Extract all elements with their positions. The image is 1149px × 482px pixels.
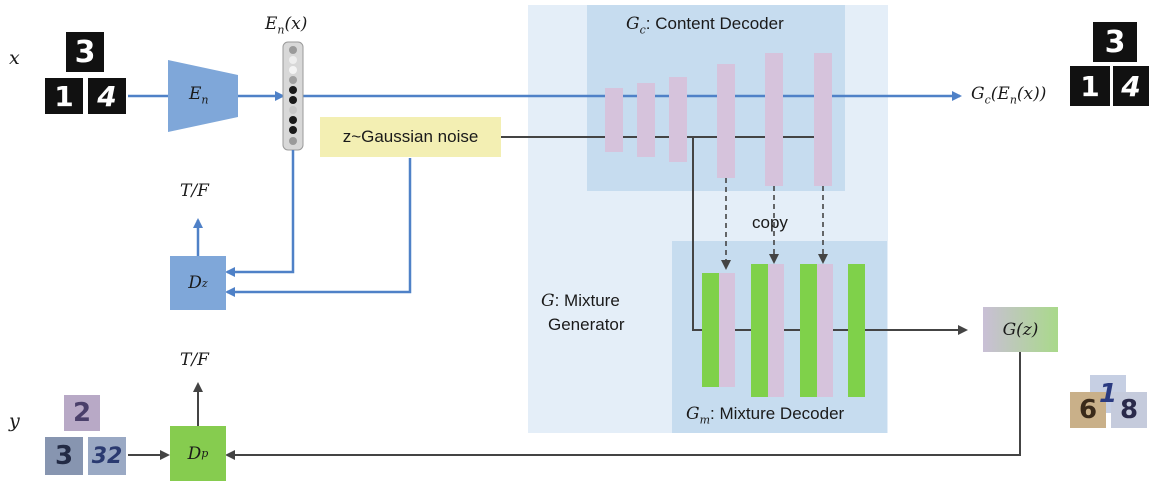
encoder-block <box>168 60 238 132</box>
tf-top-label: T/F <box>180 181 209 201</box>
y-input-digit-32: 32 <box>91 443 123 469</box>
mixture-decoder-layers <box>702 264 865 397</box>
gz-box <box>983 307 1058 352</box>
x-output-digit-3: 3 <box>1104 24 1126 60</box>
noise-label: z~Gaussian noise <box>342 127 479 146</box>
y-label: y <box>9 410 20 432</box>
content-decoder-layers <box>605 53 832 186</box>
x-label: x <box>9 47 20 69</box>
tf-bottom-label: T/F <box>180 350 209 370</box>
y-input-images <box>45 395 126 475</box>
gz-to-dp-line <box>225 352 1021 460</box>
g-output-digit-8: 8 <box>1119 395 1139 425</box>
content-decoder-panel <box>587 5 845 191</box>
dz-box <box>170 256 226 310</box>
x-input-images <box>45 32 126 114</box>
gz-label: G(z) <box>1002 319 1039 340</box>
latent-to-dz-line <box>225 150 295 277</box>
x-output-digit-4: 4 <box>1121 69 1141 103</box>
content-decoder-label: Gc: Content Decoder <box>626 14 784 37</box>
y-input-digit-3: 3 <box>54 441 74 471</box>
x-output-digit-1: 1 <box>1080 69 1100 103</box>
copy-arrows <box>721 178 828 270</box>
mixture-decoder-label: Gm: Mixture Decoder <box>686 404 845 427</box>
x-output-images <box>1070 22 1149 106</box>
g-output-digit-1: 1 <box>1098 379 1118 409</box>
g-output-digit-6: 6 <box>1078 395 1098 425</box>
dp-box <box>170 426 226 481</box>
latent-dots <box>289 46 297 145</box>
g-output-images <box>1070 375 1147 428</box>
noise-box <box>320 117 501 157</box>
encoder-label: En <box>189 84 209 107</box>
x-input-digit-3: 3 <box>74 34 96 70</box>
x-input-digit-4: 4 <box>97 79 117 113</box>
mixture-generator-label-line2: Generator <box>548 315 625 334</box>
noise-to-mixture-line <box>692 137 968 335</box>
mixture-generator-label-line1: G: Mixture <box>541 291 620 311</box>
noise-to-dz-line <box>225 158 412 297</box>
x-input-digit-1: 1 <box>54 79 74 113</box>
copy-label: copy <box>752 213 788 232</box>
latent-label: En(x) <box>265 14 308 37</box>
y-input-digit-2: 2 <box>72 398 92 428</box>
output-content-label: Gc(En(x)) <box>971 84 1047 107</box>
